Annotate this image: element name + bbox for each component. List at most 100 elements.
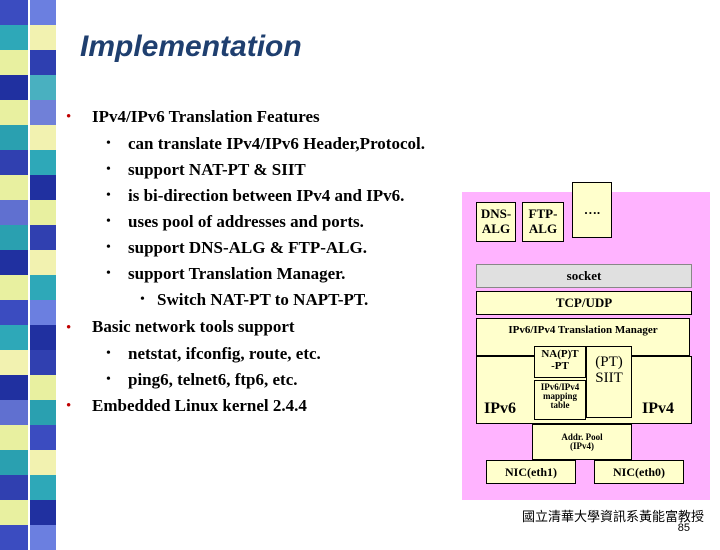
bullet-marker: • xyxy=(106,162,111,177)
stripe-segment xyxy=(30,300,56,325)
stripe-segment xyxy=(30,200,56,225)
feature-item: support NAT-PT & SIIT xyxy=(128,160,306,179)
stripe-segment xyxy=(0,175,28,200)
bullet-marker: • xyxy=(106,240,111,255)
stripe-segment xyxy=(30,50,56,75)
stripe-segment xyxy=(0,500,28,525)
stripe-segment xyxy=(0,150,28,175)
mapping-label: IPv6/IPv4 xyxy=(540,382,580,392)
stripe-segment xyxy=(0,200,28,225)
main-bullet-text: IPv4/IPv6 Translation Features xyxy=(92,107,320,126)
mapping-table-box: IPv6/IPv4 mapping table xyxy=(534,380,586,420)
stripe-segment xyxy=(0,475,28,500)
dns-alg-box: DNS- ALG xyxy=(476,202,516,242)
stripe-segment xyxy=(0,300,28,325)
stripe-segment xyxy=(30,400,56,425)
stripe-segment xyxy=(0,350,28,375)
ftp-alg-label: ALG xyxy=(528,221,558,236)
stripe-segment xyxy=(30,500,56,525)
stripe-segment xyxy=(0,450,28,475)
sub-feature-item: Switch NAT-PT to NAPT-PT. xyxy=(157,290,369,309)
feature-item: can translate IPv4/IPv6 Header,Protocol. xyxy=(128,134,425,153)
decorative-stripes xyxy=(0,0,56,550)
stripe-segment xyxy=(30,250,56,275)
stripe-segment xyxy=(30,150,56,175)
socket-label: socket xyxy=(566,268,602,283)
pt-siit-label: (PT) xyxy=(595,354,623,370)
addr-pool-label: Addr. Pool xyxy=(561,432,603,442)
bullet-marker: • xyxy=(106,214,111,229)
architecture-diagram: DNS- ALG FTP- ALG …. socket TCP/UDP IPv6… xyxy=(462,182,710,500)
napt-label: -PT xyxy=(551,360,569,372)
feature-item: is bi-direction between IPv4 and IPv6. xyxy=(128,186,405,205)
stripe-segment xyxy=(30,225,56,250)
stripe-segment xyxy=(30,175,56,200)
pt-siit-label: SIIT xyxy=(595,370,623,386)
mapping-label: table xyxy=(550,400,570,410)
ipv4-label: IPv4 xyxy=(642,400,674,417)
ftp-alg-label: FTP- xyxy=(528,206,558,221)
stripe-segment xyxy=(0,225,28,250)
other-alg-box: …. xyxy=(572,182,612,238)
bullet-marker: • xyxy=(66,398,72,414)
page-number: 85 xyxy=(677,522,690,534)
stripe-segment xyxy=(0,400,28,425)
dns-alg-label: ALG xyxy=(481,221,511,236)
stripe-segment xyxy=(0,50,28,75)
kernel-bullet-text: Embedded Linux kernel 2.4.4 xyxy=(92,396,307,415)
stripe-segment xyxy=(0,100,28,125)
ipv6-label: IPv6 xyxy=(484,400,516,417)
footer-author: 國立清華大學資訊系黃能富教授 xyxy=(521,510,704,525)
napt-pt-box: NA(P)T -PT xyxy=(534,346,586,378)
nic-eth0-label: NIC(eth0) xyxy=(613,465,665,479)
pt-siit-box: (PT) SIIT xyxy=(586,346,632,418)
stripe-segment xyxy=(0,250,28,275)
mapping-label: mapping xyxy=(542,391,577,401)
stripe-segment xyxy=(30,75,56,100)
bullet-marker: • xyxy=(106,266,111,281)
stripe-segment xyxy=(0,75,28,100)
stripe-segment xyxy=(30,375,56,400)
stripe-segment xyxy=(0,375,28,400)
ellipsis-label: …. xyxy=(583,202,601,217)
stripe-segment xyxy=(30,525,56,550)
socket-layer: socket xyxy=(476,264,692,288)
nic-eth1-box: NIC(eth1) xyxy=(486,460,576,484)
nic-eth0-box: NIC(eth0) xyxy=(594,460,684,484)
feature-item: support Translation Manager. xyxy=(128,264,346,283)
bullet-marker: • xyxy=(140,292,145,307)
ftp-alg-box: FTP- ALG xyxy=(522,202,564,242)
bullet-marker: • xyxy=(66,109,72,125)
napt-label: NA(P)T xyxy=(541,348,579,360)
stripe-segment xyxy=(30,425,56,450)
bullet-marker: • xyxy=(106,372,111,387)
addr-pool-label: (IPv4) xyxy=(570,441,594,451)
nic-eth1-label: NIC(eth1) xyxy=(505,465,557,479)
slide-title: Implementation xyxy=(80,30,302,63)
stripe-segment xyxy=(0,525,28,550)
tools-bullet-text: Basic network tools support xyxy=(92,317,295,336)
stripe-segment xyxy=(30,100,56,125)
translation-manager-label: IPv6/IPv4 Translation Manager xyxy=(508,324,658,336)
stripe-segment xyxy=(0,25,28,50)
stripe-segment xyxy=(0,0,28,25)
stripe-segment xyxy=(0,325,28,350)
addr-pool-box: Addr. Pool (IPv4) xyxy=(532,424,632,460)
stripe-segment xyxy=(30,125,56,150)
stripe-segment xyxy=(30,0,56,25)
stripe-segment xyxy=(30,475,56,500)
bullet-marker: • xyxy=(106,188,111,203)
tool-item: ping6, telnet6, ftp6, etc. xyxy=(128,370,298,389)
bullet-marker: • xyxy=(106,346,111,361)
stripe-segment xyxy=(30,275,56,300)
stripe-segment xyxy=(0,125,28,150)
stripe-segment xyxy=(30,325,56,350)
feature-item: uses pool of addresses and ports. xyxy=(128,212,364,231)
stripe-segment xyxy=(0,275,28,300)
stripe-segment xyxy=(0,425,28,450)
tcp-udp-label: TCP/UDP xyxy=(555,295,613,310)
feature-item: support DNS-ALG & FTP-ALG. xyxy=(128,238,367,257)
bullet-marker: • xyxy=(66,320,72,336)
stripe-segment xyxy=(30,25,56,50)
tool-item: netstat, ifconfig, route, etc. xyxy=(128,344,321,363)
